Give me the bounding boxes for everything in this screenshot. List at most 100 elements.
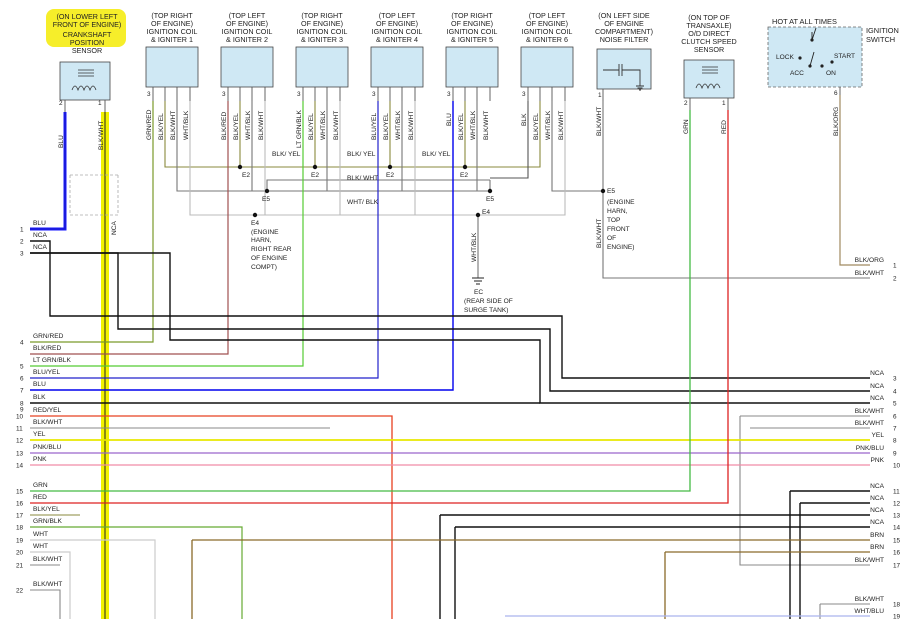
wire-label: BLK/YEL [233, 113, 240, 140]
coil4-caption-1: (TOP LEFT [379, 11, 416, 20]
right-row-label: BLK/WHT [855, 596, 884, 603]
ground-e4: E4 [251, 220, 259, 227]
wire-label: BLK/WHT [596, 219, 603, 248]
coil6-caption-2: OF ENGINE) [526, 19, 568, 28]
wire-blk-wht-to-right [602, 191, 870, 279]
wire-label: WHT/BLK [470, 110, 477, 140]
right-row-number: 2 [893, 276, 897, 283]
ground-icon [636, 85, 644, 91]
ground-e2: E2 [386, 172, 394, 179]
ground-note: HARN, [251, 237, 272, 244]
wire-label: RED [721, 120, 728, 134]
left-row-label: NCA [33, 244, 48, 251]
right-row-label: PNK [870, 457, 884, 464]
wire-label: BLK/WHT [170, 111, 177, 140]
left-row-number: 6 [20, 376, 24, 383]
noise-filter-box [596, 48, 652, 90]
left-row-number: 12 [16, 438, 24, 445]
wire-blu [30, 101, 454, 391]
left-row-number: 11 [16, 426, 23, 433]
coil4-box [370, 46, 424, 88]
wire-label: BLU [58, 135, 65, 148]
ground-e2: E2 [311, 172, 319, 179]
ignsw-on: ON [826, 70, 836, 77]
coil5-caption-2: OF ENGINE) [451, 19, 493, 28]
right-row-number: 19 [893, 614, 901, 619]
pin-number: 2 [59, 100, 63, 107]
wire-wht-blk-e4-bus [189, 101, 566, 216]
pin-number: 3 [447, 91, 451, 98]
left-row-number: 8 [20, 401, 24, 408]
coil2-caption-4: & IGNITER 2 [226, 35, 268, 44]
ignsw-acc: ACC [790, 70, 804, 77]
wire-label: WHT/BLK [395, 110, 402, 140]
right-row-number: 6 [893, 414, 897, 421]
od-caption-3: O/D DIRECT [688, 29, 730, 38]
noise-caption-4: NOISE FILTER [600, 35, 649, 44]
od-speed-sensor: (ON TOP OF TRANSAXLE) O/D DIRECT CLUTCH … [681, 13, 737, 99]
left-row-label: BLU/YEL [33, 369, 60, 376]
wire-blk-red [30, 101, 229, 355]
noise-caption-2: OF ENGINE [604, 19, 644, 28]
right-row-number: 10 [893, 463, 901, 470]
wire-label: WHT/BLK [183, 110, 190, 140]
left-row-label: GRN [33, 482, 48, 489]
pin-number: 3 [222, 91, 226, 98]
ground-e5: E5 [607, 188, 615, 195]
right-row-number: 4 [893, 389, 897, 396]
coil5-box [445, 46, 499, 88]
ignsw-start: START [834, 53, 855, 60]
wire-label: WHT/BLK [545, 110, 552, 140]
left-row-number: 7 [20, 388, 24, 395]
left-row-label: BLK [33, 394, 46, 401]
left-row-label: BLK/WHT [33, 556, 62, 563]
right-row-number: 8 [893, 438, 897, 445]
left-row-number: 15 [16, 489, 24, 496]
right-row-label: BLK/WHT [855, 420, 884, 427]
left-row-number: 4 [20, 340, 24, 347]
right-row-number: 7 [893, 426, 897, 433]
coil5-caption-4: & IGNITER 5 [451, 35, 493, 44]
left-row-label: BLU [33, 381, 46, 388]
ground-note: (ENGINE [251, 229, 279, 236]
coil5-caption-3: IGNITION COIL [447, 27, 498, 36]
ignition-coil-3: (TOP RIGHT OF ENGINE) IGNITION COIL & IG… [295, 11, 349, 88]
left-row-number: 9 [20, 407, 24, 414]
coil6-caption-4: & IGNITER 6 [526, 35, 568, 44]
left-row-label: WHT [33, 531, 48, 538]
sensor-coil-icon [78, 69, 94, 77]
noise-caption-3: COMPARTMENT) [595, 27, 653, 36]
ignsw-name-2: SWITCH [866, 35, 895, 44]
ground-note: OF [607, 235, 616, 242]
ignition-coil-5: (TOP RIGHT OF ENGINE) IGNITION COIL & IG… [445, 11, 499, 88]
right-row-label: BLK/WHT [855, 557, 884, 564]
od-sensor-box [683, 59, 735, 99]
ground-note: SURGE TANK) [464, 307, 508, 314]
od-caption-5: SENSOR [694, 45, 724, 54]
ckp-caption-1: (ON LOWER LEFT [56, 12, 118, 21]
ground-e5: E5 [486, 196, 494, 203]
ground-e2: E2 [242, 172, 250, 179]
wire-grn-od [30, 110, 691, 492]
left-row-label: BLK/RED [33, 345, 61, 352]
right-row-label: BLK/WHT [855, 270, 884, 277]
wire-label: GRN [683, 119, 690, 134]
wire-nca-14 [454, 526, 870, 619]
wire-label: BLU/YEL [371, 113, 378, 140]
wire-label: BLK/WHT [408, 111, 415, 140]
coil1-caption-1: (TOP RIGHT [151, 11, 193, 20]
bus-label: WHT/ BLK [347, 199, 379, 206]
right-row-number: 15 [893, 538, 901, 545]
right-row-number: 13 [893, 513, 901, 520]
pin-numbers: 2 1 3 3 3 3 3 3 1 2 1 6 [59, 90, 838, 107]
wire-grn-blk [30, 526, 243, 619]
vertical-wire-labels: BLU BLK/WHT NCA GRN/RED BLK/YEL BLK/WHT … [58, 107, 840, 262]
ignition-switch: HOT AT ALL TIMES IGNITION SWITCH LOCK AC… [767, 17, 899, 88]
coil3-box [295, 46, 349, 88]
sensor-winding-icon [71, 85, 97, 92]
highlight-marker [46, 9, 126, 47]
pin-number: 3 [372, 91, 376, 98]
right-row-label: NCA [870, 383, 885, 390]
wire-nca-4 [30, 252, 870, 392]
